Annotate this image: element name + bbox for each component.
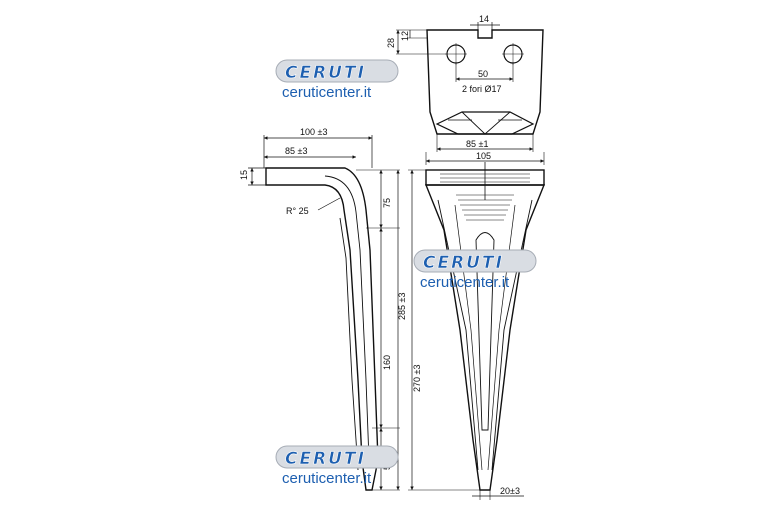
side-blade-outline [265,167,379,491]
watermark-middle: CERUTI ceruticenter.it [413,249,537,291]
side-blade-inner-line [324,175,370,461]
front-dim-tip-width: 20±3 [500,486,520,496]
side-dim-radius: R° 25 [286,206,309,216]
front-dim-top-offset: 12 [400,31,410,41]
watermark-url: ceruticenter.it [282,470,372,487]
watermark-bottom: CERUTI ceruticenter.it [275,445,399,487]
front-dim-base-width: 105 [476,151,491,161]
front-dim-inner-base: 85 ±1 [466,139,488,149]
top-plate-bent-face [435,111,535,135]
watermark-url: ceruticenter.it [420,274,510,291]
watermark-badge [275,59,399,83]
watermark-brand: CERUTI [423,253,504,273]
front-holes-label: 2 fori Ø17 [462,84,502,94]
watermark-brand: CERUTI [285,63,366,83]
side-view: 100 ±3 85 ±3 15 R° 25 75 160 50 285 ±3 [239,127,407,491]
front-dim-height: 270 ±3 [412,365,422,392]
watermark-top: CERUTI ceruticenter.it [275,59,399,101]
watermark-brand: CERUTI [285,449,366,469]
front-dim-slot: 14 [479,14,489,24]
side-dim-flange: 15 [239,170,249,180]
watermark-badge [413,249,537,273]
watermark-badge [275,445,399,469]
side-blade-edge-line [339,217,359,471]
side-dim-inner-width: 85 ±3 [285,146,307,156]
front-blade: 270 ±3 20±3 [408,162,546,500]
front-top-plate: 14 28 12 50 2 fori Ø17 85 ±1 105 [386,14,545,165]
front-dim-hole-spacing: 50 [478,69,488,79]
watermark-url: ceruticenter.it [282,84,372,101]
side-dim-total-width: 100 ±3 [300,127,327,137]
front-blade-outline [424,184,546,491]
top-plate-outline [426,29,544,135]
side-dim-total-height: 285 ±3 [397,293,407,320]
side-dim-blade: 160 [382,355,392,370]
side-dim-bend: 75 [382,198,392,208]
front-dim-top-height: 28 [386,38,396,48]
